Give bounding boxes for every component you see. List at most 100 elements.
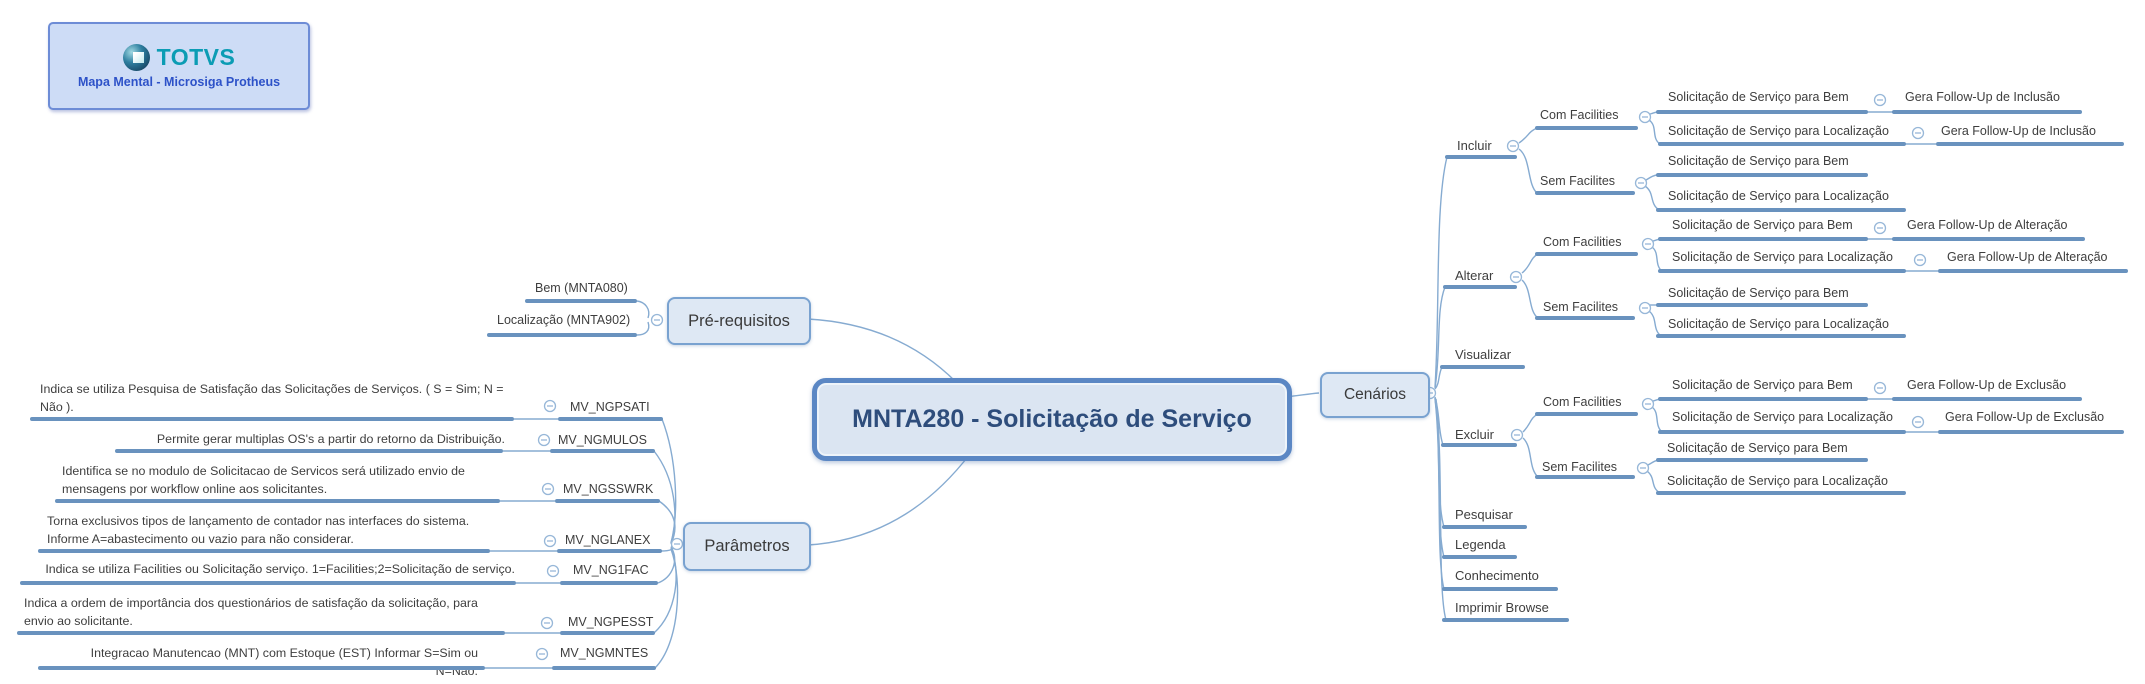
collapse-minus-icon[interactable] [1636, 461, 1650, 475]
collapse-minus-icons[interactable] [535, 93, 1927, 661]
param-code[interactable]: MV_NGLANEX [565, 533, 651, 547]
param-code[interactable]: MV_NGSSWRK [563, 482, 654, 496]
node-com-facilities[interactable]: Com Facilities [1543, 235, 1622, 249]
node-solicitacao-bem[interactable]: Solicitação de Serviço para Bem [1668, 90, 1849, 104]
collapse-minus-icon[interactable] [1509, 270, 1523, 284]
node-solicitacao-localizacao[interactable]: Solicitação de Serviço para Localização [1668, 317, 1889, 331]
param-desc[interactable]: Integracao Manutencao (MNT) com Estoque … [90, 646, 478, 678]
node-com-facilities[interactable]: Com Facilities [1540, 108, 1619, 122]
node-solicitacao-bem[interactable]: Solicitação de Serviço para Bem [1672, 378, 1853, 392]
collapse-minus-icon[interactable] [670, 537, 684, 551]
node-underline [1443, 285, 1517, 289]
node-bem-mnta080[interactable]: Bem (MNTA080) [535, 281, 628, 295]
node-root[interactable]: MNTA280 - Solicitação de Serviço [812, 378, 1292, 461]
collapse-minus-icon[interactable] [543, 534, 557, 548]
collapse-minus-icon[interactable] [543, 399, 557, 413]
node-sem-facilites[interactable]: Sem Facilites [1543, 300, 1619, 314]
node-visualizar[interactable]: Visualizar [1455, 347, 1512, 362]
collapse-minus-icon[interactable] [537, 433, 551, 447]
node-underline [1658, 269, 1906, 273]
node-gera-followup[interactable]: Gera Follow-Up de Inclusão [1941, 124, 2096, 138]
node-solicitacao-localizacao[interactable]: Solicitação de Serviço para Localização [1672, 250, 1893, 264]
node-underline [1892, 237, 2085, 241]
node-localizacao-mnta902[interactable]: Localização (MNTA902) [497, 313, 631, 327]
root-title: MNTA280 - Solicitação de Serviço [852, 405, 1252, 433]
node-solicitacao-bem[interactable]: Solicitação de Serviço para Bem [1668, 286, 1849, 300]
collapse-minus-icon[interactable] [535, 647, 549, 661]
collapse-minus-icon[interactable] [1873, 93, 1887, 107]
param-code[interactable]: MV_NGMNTES [560, 646, 649, 660]
collapse-minus-icon[interactable] [540, 616, 554, 630]
param-code[interactable]: MV_NG1FAC [573, 563, 649, 577]
node-gera-followup[interactable]: Gera Follow-Up de Exclusão [1945, 410, 2105, 424]
node-underline [555, 499, 660, 503]
collapse-minus-icon[interactable] [1911, 126, 1925, 140]
node-underline [1535, 316, 1635, 320]
param-code[interactable]: MV_NGMULOS [558, 433, 647, 447]
node-sem-facilites[interactable]: Sem Facilites [1540, 174, 1616, 188]
collapse-minus-icon[interactable] [541, 482, 555, 496]
collapse-minus-icon[interactable] [1638, 301, 1652, 315]
node-underline [1535, 191, 1635, 195]
node-solicitacao-localizacao[interactable]: Solicitação de Serviço para Localização [1672, 410, 1893, 424]
param-desc[interactable]: Indica se utiliza Pesquisa de Satisfação… [40, 382, 504, 414]
totvs-brand-text: TOTVS [156, 43, 236, 70]
node-gera-followup[interactable]: Gera Follow-Up de Alteração [1907, 218, 2068, 232]
node-pesquisar[interactable]: Pesquisar [1455, 507, 1513, 522]
collapse-minus-icon[interactable] [1873, 221, 1887, 235]
node-gera-followup[interactable]: Gera Follow-Up de Exclusão [1907, 378, 2067, 392]
collapse-minus-icon[interactable] [1506, 139, 1520, 153]
node-solicitacao-localizacao[interactable]: Solicitação de Serviço para Localização [1667, 474, 1888, 488]
node-pre-requisitos[interactable]: Pré-requisitos [667, 297, 811, 345]
node-alterar[interactable]: Alterar [1455, 268, 1494, 283]
node-underline [1658, 430, 1906, 434]
collapse-minus-icon[interactable] [1911, 415, 1925, 429]
node-solicitacao-bem[interactable]: Solicitação de Serviço para Bem [1668, 154, 1849, 168]
node-gera-followup[interactable]: Gera Follow-Up de Alteração [1947, 250, 2108, 264]
node-underline [1938, 269, 2128, 273]
param-code[interactable]: MV_NGPSATI [570, 400, 650, 414]
node-solicitacao-localizacao[interactable]: Solicitação de Serviço para Localização [1668, 189, 1889, 203]
node-solicitacao-localizacao[interactable]: Solicitação de Serviço para Localização [1668, 124, 1889, 138]
node-sem-facilites[interactable]: Sem Facilites [1542, 460, 1618, 474]
node-underline [487, 333, 637, 337]
node-underline [1535, 475, 1635, 479]
node-underline [560, 631, 655, 635]
param-desc[interactable]: Permite gerar multiplas OS's a partir do… [156, 432, 505, 446]
node-underline [557, 549, 662, 553]
collapse-minus-icon[interactable] [1638, 110, 1652, 124]
totvs-logo-row: TOTVS [122, 43, 236, 71]
node-underline [558, 417, 663, 421]
collapse-minus-icon[interactable] [1510, 428, 1524, 442]
node-excluir[interactable]: Excluir [1455, 427, 1495, 442]
node-underline [1442, 618, 1569, 622]
param-desc[interactable]: Identifica se no modulo de Solicitacao d… [62, 464, 465, 496]
node-gera-followup[interactable]: Gera Follow-Up de Inclusão [1905, 90, 2060, 104]
node-cenarios[interactable]: Cenários [1320, 372, 1430, 418]
param-code[interactable]: MV_NGPESST [568, 615, 654, 629]
collapse-minus-icon[interactable] [1873, 381, 1887, 395]
node-imprimir-browse[interactable]: Imprimir Browse [1455, 600, 1549, 615]
param-desc[interactable]: Indica a ordem de importância dos questi… [24, 596, 478, 628]
collapse-minus-icon[interactable] [1641, 397, 1655, 411]
collapse-minus-icon[interactable] [1634, 176, 1648, 190]
collapse-minus-icon[interactable] [1913, 253, 1927, 267]
param-desc[interactable]: Indica se utiliza Facilities ou Solicita… [45, 562, 515, 576]
node-underline [115, 449, 503, 453]
collapse-minus-icon[interactable] [650, 313, 664, 327]
param-desc[interactable]: Torna exclusivos tipos de lançamento de … [47, 514, 470, 546]
logo-subtitle: Mapa Mental - Microsiga Protheus [77, 74, 281, 89]
node-com-facilities[interactable]: Com Facilities [1543, 395, 1622, 409]
node-parametros[interactable]: Parâmetros [683, 522, 811, 571]
node-underline [1656, 458, 1868, 462]
node-solicitacao-bem[interactable]: Solicitação de Serviço para Bem [1672, 218, 1853, 232]
node-underline [1658, 142, 1906, 146]
collapse-minus-icon[interactable] [546, 564, 560, 578]
node-incluir[interactable]: Incluir [1457, 138, 1492, 153]
node-conhecimento[interactable]: Conhecimento [1455, 568, 1539, 583]
node-solicitacao-bem[interactable]: Solicitação de Serviço para Bem [1667, 441, 1848, 455]
node-underline [1442, 587, 1558, 591]
node-underline [1535, 412, 1638, 416]
node-legenda[interactable]: Legenda [1455, 537, 1506, 552]
collapse-minus-icon[interactable] [1641, 237, 1655, 251]
